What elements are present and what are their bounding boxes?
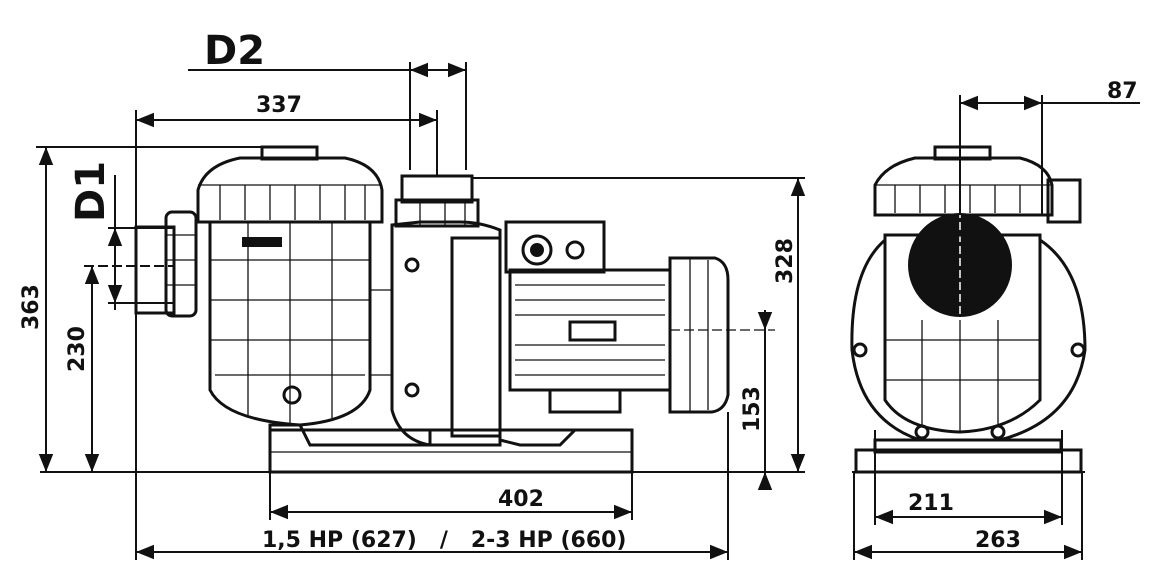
front-lid [873, 156, 1054, 217]
front-view: 87 211 263 [850, 79, 1140, 560]
motor-fins [515, 284, 665, 376]
dim-337: 337 [256, 93, 302, 118]
lid-ribs [198, 184, 382, 220]
terminal-box [504, 220, 606, 274]
dim-363: 363 [19, 284, 44, 330]
strainer-lid [196, 156, 384, 224]
dim-230: 230 [65, 326, 90, 372]
brand-plate [242, 237, 282, 247]
dim-328: 328 [773, 238, 798, 284]
outlet-port [400, 174, 474, 204]
front-base [854, 448, 1083, 474]
volute-flange [450, 236, 502, 438]
motor-body [508, 268, 672, 392]
d1-label: D1 [68, 161, 114, 222]
dim-87: 87 [1107, 79, 1138, 104]
front-bracket-left [850, 238, 921, 442]
pump-volute [390, 220, 502, 447]
dim-153: 153 [740, 386, 765, 432]
dim-hp-lengths: 1,5 HP (627) / 2-3 HP (660) [262, 528, 626, 553]
dim-402: 402 [498, 487, 544, 512]
fan-cover [668, 256, 730, 414]
side-view: D2 337 D1 363 230 328 153 402 [19, 28, 806, 560]
inlet-port [134, 225, 176, 315]
dim-211: 211 [908, 491, 954, 516]
dim-263: 263 [975, 528, 1021, 553]
d2-label: D2 [204, 28, 265, 74]
